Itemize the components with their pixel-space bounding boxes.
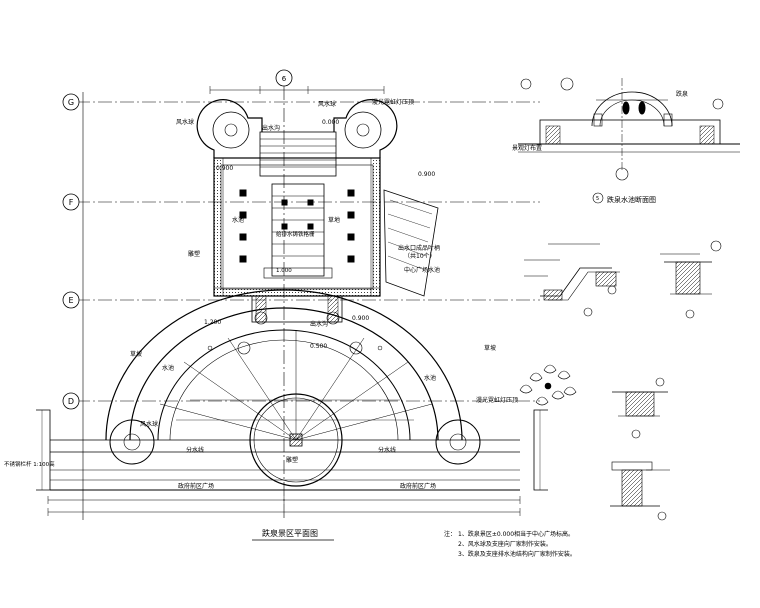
axis-bubble-g: G	[62, 93, 80, 111]
label-outlet-top: 出水沟	[262, 124, 280, 132]
elev-7: 0.900	[352, 315, 369, 322]
label-channel-left: 水池	[162, 364, 174, 372]
label-railing: 不锈钢栏杆 1:100高	[4, 460, 55, 468]
label-wind-ball-left: 风水球	[176, 118, 194, 126]
notes-prefix: 注：	[444, 531, 457, 538]
note-line-1: 1、跌泉景区±0.000相当于中心广场标高。	[458, 531, 575, 538]
axis-label-f: F	[69, 198, 74, 207]
label-outlet-bottom: 出水沟	[310, 320, 328, 328]
section-label-top: 跌泉	[676, 90, 688, 98]
note-line-2: 2、风水球及支座向厂家制作安装。	[458, 541, 552, 548]
main-plan-labels: 风水球 风水球 漫光霓虹灯压顶 出水沟 0.000 0.900 0.900 水池…	[4, 98, 518, 538]
section-label-left: 景观灯布置	[512, 144, 542, 152]
label-lamp-right: 漫光霓虹灯压顶	[476, 396, 518, 404]
label-wind-ball-bl: 风水球	[140, 420, 158, 428]
label-center-pool: 中心广场水池	[404, 266, 440, 274]
label-wind-ball-top: 风水球	[318, 100, 336, 108]
label-grille: 给排水铸铁格栅	[276, 230, 315, 238]
elev-6: 0.500	[310, 343, 327, 350]
arched-pool	[36, 289, 548, 491]
axis-label-d: D	[68, 397, 74, 406]
label-plaza-right: 政府前区广场	[400, 482, 436, 490]
label-dist-right: 分水线	[378, 446, 396, 454]
label-lamp-top: 漫光霓虹灯压顶	[372, 98, 414, 106]
label-plaza-left: 政府前区广场	[178, 482, 214, 490]
top-pool-block	[196, 99, 439, 325]
main-plan-title: 跌泉景区平面图	[262, 528, 318, 538]
axis-bubble-f: F	[62, 193, 80, 211]
axis-label-e: E	[68, 296, 73, 305]
detail-drawings	[519, 240, 722, 521]
label-road-right: 草坡	[484, 344, 496, 352]
label-holes: 出水口成品叶柄	[398, 244, 440, 252]
axis-bubble-d: D	[62, 392, 80, 410]
elev-2: 0.900	[418, 171, 435, 178]
section-marker: 5	[596, 196, 599, 202]
note-line-3: 3、跌泉及支座排水池结构向厂家制作安装。	[458, 551, 576, 558]
axis-label-top: 6	[282, 75, 287, 83]
section-title: 跌泉水池断面图	[607, 195, 656, 204]
axis-bubble-top: 6	[275, 69, 293, 87]
elev-1: 0.000	[322, 119, 339, 126]
label-dist-left: 分水线	[186, 446, 204, 454]
axis-label-g: G	[68, 98, 74, 107]
grid-axes	[76, 86, 540, 520]
label-flower-bed: 草地	[328, 216, 340, 224]
axis-bubble-e: E	[62, 291, 80, 309]
section-drawing	[518, 77, 740, 181]
elev-5: 1.200	[204, 319, 221, 326]
elev-4: 1.000	[276, 268, 292, 274]
label-channel-right: 水池	[424, 374, 436, 382]
section-labels: 跌泉 景观灯布置 5 跌泉水池断面图	[512, 90, 688, 204]
notes-block: 注： 1、跌泉景区±0.000相当于中心广场标高。 2、风水球及支座向厂家制作安…	[444, 530, 576, 560]
dimension-lines	[47, 86, 521, 516]
label-holes-sub: （共10个）	[404, 252, 436, 260]
label-water-pool: 水池	[232, 216, 244, 224]
elev-3: 0.900	[216, 165, 233, 172]
label-road-left: 草坡	[130, 350, 142, 358]
label-center: 雕塑	[286, 456, 298, 464]
label-mural: 雕塑	[188, 250, 200, 258]
